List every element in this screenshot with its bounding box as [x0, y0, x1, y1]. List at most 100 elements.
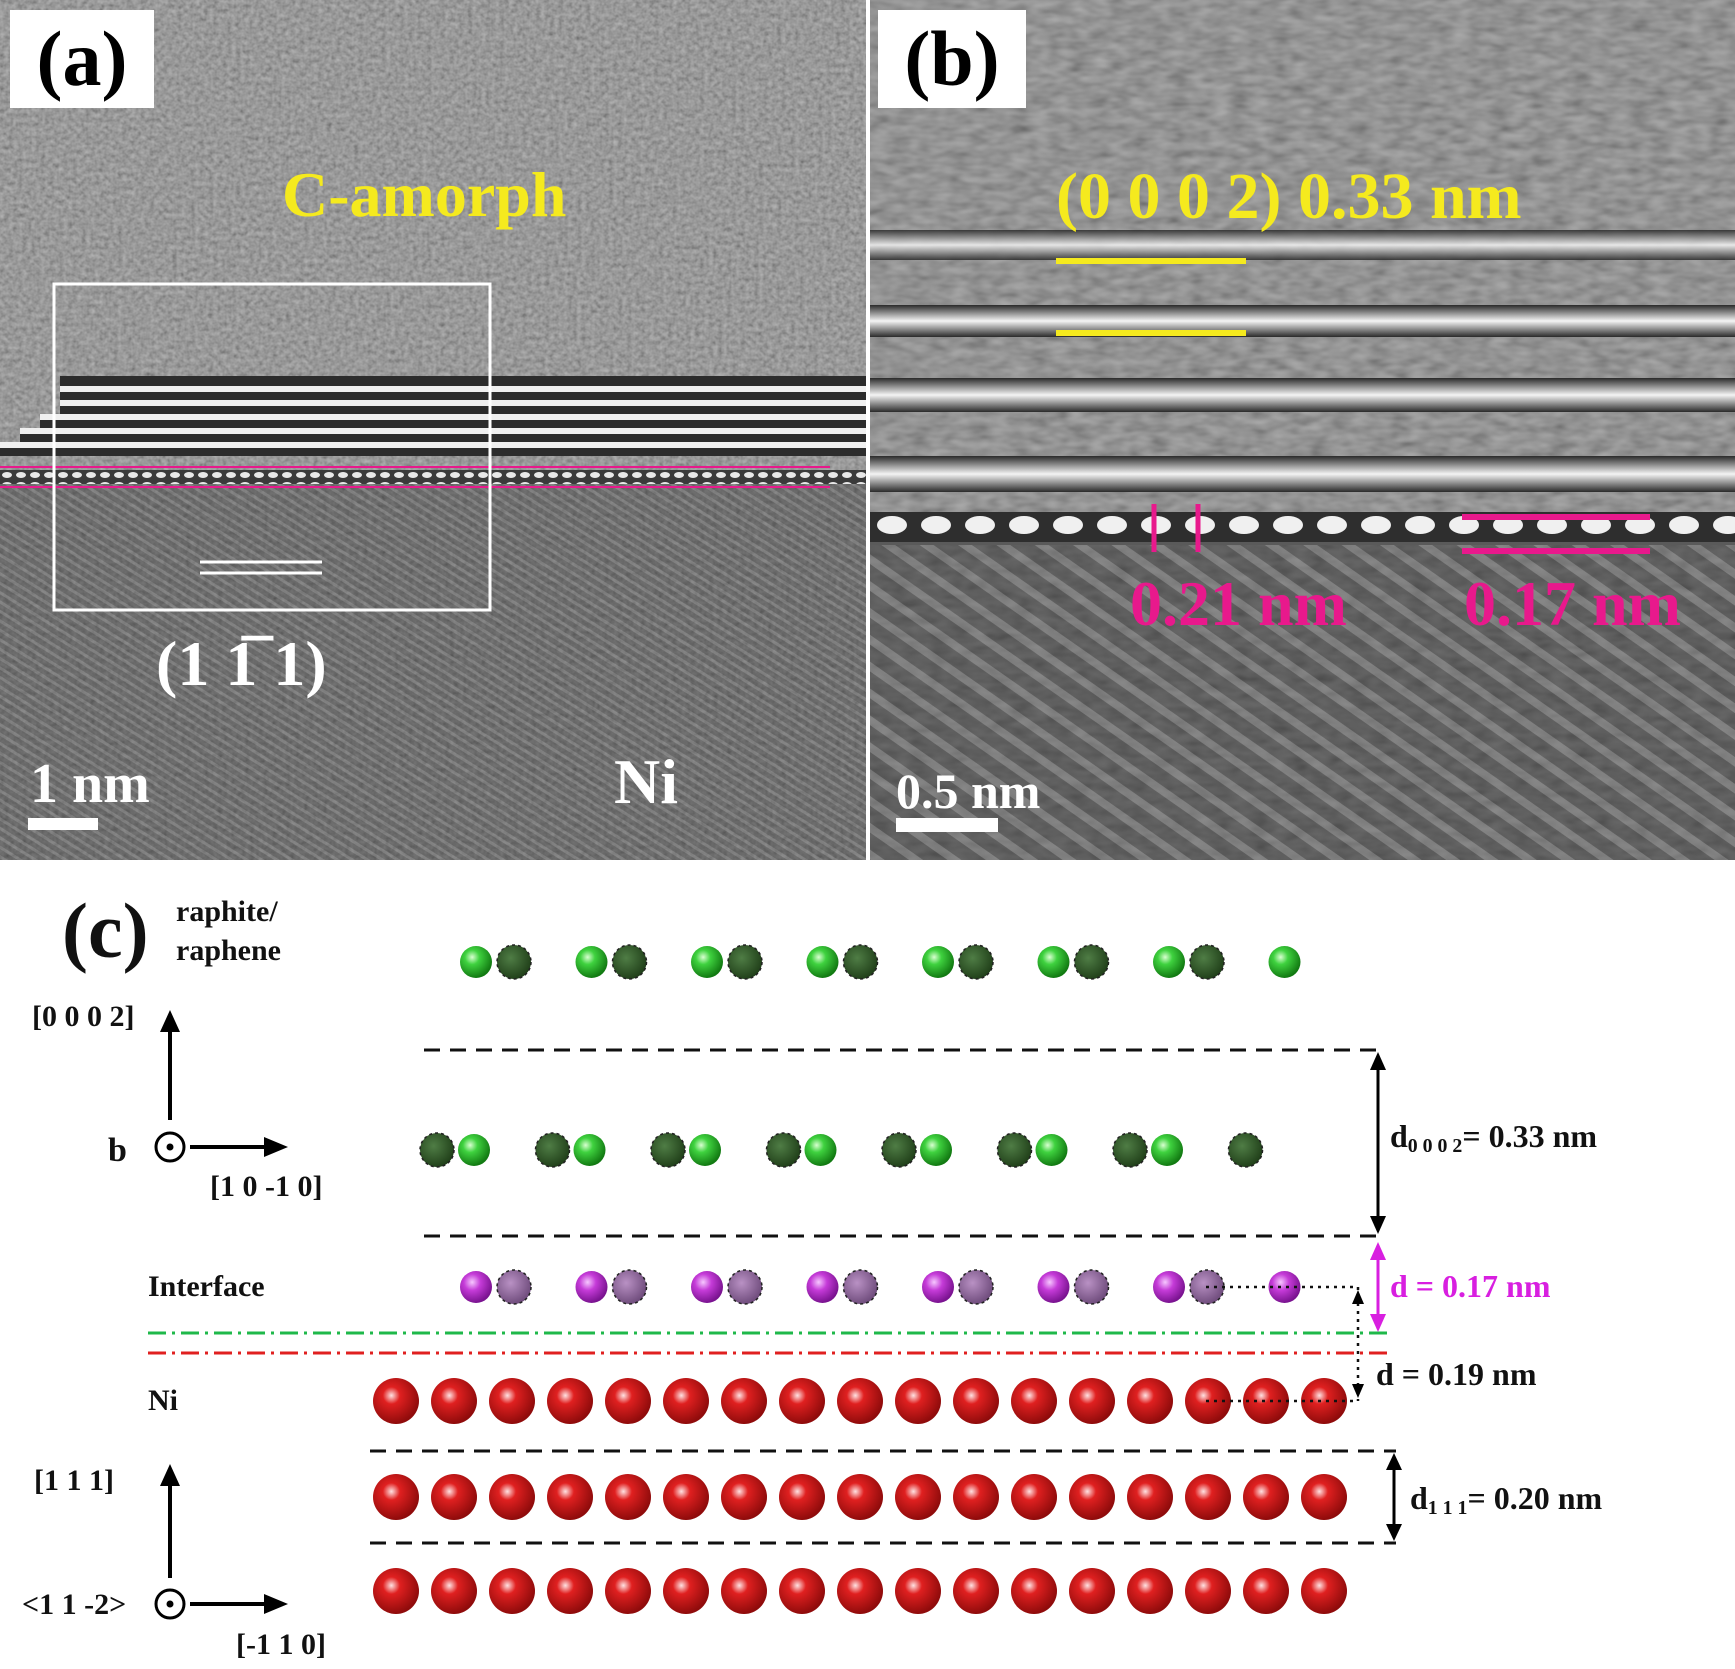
- graphene-layer-bottom: [419, 1132, 1264, 1168]
- carbon-atom-light: [1151, 1134, 1183, 1166]
- panel-b-letter: (b): [878, 10, 1026, 108]
- nickel-atom: [1301, 1378, 1347, 1424]
- axis-bottom-up-arrowhead: [160, 1464, 180, 1486]
- nickel-atom: [1301, 1474, 1347, 1520]
- nickel-atom: [1127, 1378, 1173, 1424]
- nickel-atom: [953, 1568, 999, 1614]
- interface-atom-light: [1268, 1271, 1301, 1303]
- nickel-atom: [373, 1474, 419, 1520]
- zoom-region-box: [52, 282, 492, 612]
- d111-arrow-head-up: [1386, 1453, 1402, 1470]
- nickel-atom: [721, 1568, 767, 1614]
- d0002-subscript: 0 0 0 2: [1407, 1134, 1463, 1157]
- nickel-atom: [663, 1474, 709, 1520]
- carbon-atom-dark: [958, 944, 994, 980]
- nickel-atom: [431, 1474, 477, 1520]
- nickel-atom: [837, 1378, 883, 1424]
- nickel-atom: [663, 1568, 709, 1614]
- nickel-atom: [837, 1568, 883, 1614]
- tem-micrograph-a: [0, 0, 866, 860]
- nickel-atom: [489, 1474, 535, 1520]
- gap-arrow-head-up: [1352, 1290, 1364, 1304]
- nickel-atom: [953, 1378, 999, 1424]
- interface-atom-light: [575, 1271, 608, 1303]
- interface-atom-light: [460, 1271, 492, 1303]
- d0002-prefix: d: [1390, 1118, 1408, 1154]
- interface-atom-light: [1153, 1271, 1185, 1303]
- carbon-atom-light: [573, 1134, 606, 1166]
- nickel-atom: [721, 1474, 767, 1520]
- d111-value: = 0.20 nm: [1467, 1480, 1603, 1516]
- carbon-atom-light: [920, 1134, 952, 1166]
- carbon-atom-light: [460, 946, 492, 978]
- d111-prefix: d: [1410, 1480, 1428, 1516]
- d0002-value: = 0.33 nm: [1462, 1118, 1598, 1154]
- interface-atom-light: [806, 1271, 839, 1303]
- nickel-atom: [837, 1474, 883, 1520]
- interface-atom-light: [922, 1271, 954, 1303]
- carbon-atom-dark: [842, 944, 879, 980]
- carbon-atom-dark: [419, 1132, 455, 1168]
- ni-layer-label: Ni: [148, 1384, 178, 1417]
- carbon-atom-light: [1268, 946, 1301, 978]
- nickel-atom: [721, 1378, 767, 1424]
- nickel-atom: [895, 1568, 941, 1614]
- scale-bar-label-b: 0.5 nm: [896, 763, 1041, 819]
- nickel-atom: [779, 1474, 825, 1520]
- carbon-atom-dark: [881, 1132, 917, 1168]
- axis-top-out-label: b: [108, 1132, 127, 1169]
- carbon-atom-dark: [496, 944, 532, 980]
- graphene-fringes-b: [870, 230, 1735, 492]
- nickel-atom: [779, 1568, 825, 1614]
- atomic-model-diagram: [148, 944, 1402, 1620]
- nickel-layer-bottom: [373, 1568, 1347, 1614]
- d-interface-arrow-head-down: [1370, 1314, 1386, 1332]
- d111-arrow-head-down: [1386, 1524, 1402, 1541]
- d-interface-arrow-head-up: [1370, 1242, 1386, 1260]
- carbon-atom-dark: [611, 944, 648, 980]
- nickel-atom: [373, 1568, 419, 1614]
- interface-atom-dark: [496, 1269, 532, 1305]
- carbon-atom-light: [689, 1134, 721, 1166]
- scale-bar-b: [896, 818, 998, 832]
- carbon-atom-dark: [765, 1132, 802, 1168]
- nickel-atom: [1127, 1474, 1173, 1520]
- nickel-atom: [779, 1378, 825, 1424]
- axis-bottom-right-arrowhead: [264, 1594, 288, 1614]
- carbon-atom-light: [1153, 946, 1185, 978]
- interface-atom-dark: [842, 1269, 879, 1305]
- ni-substrate-label: Ni: [614, 746, 678, 817]
- nickel-atom: [953, 1474, 999, 1520]
- panel-c-letter: (c): [62, 887, 149, 974]
- nickel-atom: [1243, 1378, 1289, 1424]
- scale-bar-label-a: 1 nm: [30, 753, 150, 815]
- nickel-atom: [1011, 1378, 1057, 1424]
- spacing-021-label: 0.21 nm: [1130, 568, 1347, 639]
- d-interface-label: d = 0.17 nm: [1390, 1268, 1551, 1304]
- nickel-atom: [547, 1474, 593, 1520]
- d111-subscript: 1 1 1: [1427, 1496, 1468, 1519]
- nickel-atom: [895, 1474, 941, 1520]
- spacing-0002-label: (0 0 0 2) 0.33 nm: [1056, 160, 1522, 233]
- nickel-atom: [1069, 1378, 1115, 1424]
- carbon-atom-dark: [1189, 944, 1225, 980]
- carbon-atom-dark: [1227, 1132, 1264, 1168]
- nickel-atom: [605, 1474, 651, 1520]
- carbon-atom-dark: [727, 944, 763, 980]
- interface-carbon-layer: [460, 1269, 1301, 1305]
- interface-layer-label: Interface: [148, 1270, 265, 1303]
- nickel-atom: [1011, 1474, 1057, 1520]
- nickel-atom: [1301, 1568, 1347, 1614]
- graphene-fringes-a: [0, 376, 866, 484]
- tem-micrograph-b: [870, 0, 1735, 860]
- carbon-atom-light: [1035, 1134, 1068, 1166]
- interface-atom-dark: [611, 1269, 648, 1305]
- carbon-atom-light: [804, 1134, 837, 1166]
- axis-top-right-arrowhead: [264, 1137, 288, 1157]
- nickel-atom: [895, 1378, 941, 1424]
- interface-atom-dark: [958, 1269, 994, 1305]
- nickel-atom: [1011, 1568, 1057, 1614]
- nickel-atom: [431, 1378, 477, 1424]
- axis-bottom-right-label: [-1 1 0]: [236, 1628, 326, 1661]
- tem-image-panel-b: (b) (0 0 0 2) 0.33 nm 0.21 nm 0.17 nm 0.…: [870, 0, 1735, 860]
